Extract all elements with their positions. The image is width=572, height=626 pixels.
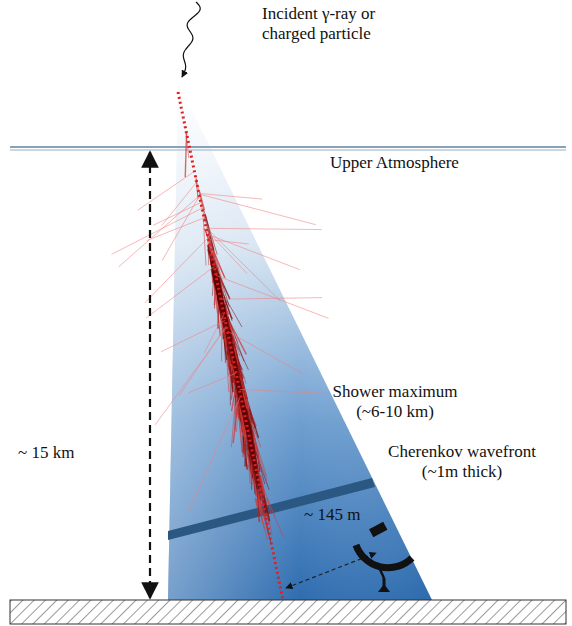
particle-track [199, 194, 316, 225]
atmosphere-label: Upper Atmosphere [330, 153, 530, 173]
atmosphere-line [10, 146, 566, 148]
particle-track [119, 196, 200, 267]
particle-track [232, 344, 239, 398]
height-dimension [149, 152, 151, 598]
particle-track [207, 234, 299, 269]
particle-track [230, 366, 233, 392]
shower-maximum-label: Shower maximum (~6-10 km) [320, 382, 470, 422]
particle-track [227, 331, 302, 373]
particle-track [267, 498, 271, 513]
particle-track [246, 409, 257, 467]
particle-track [155, 327, 226, 425]
particle-track [206, 228, 321, 229]
particle-track [146, 267, 214, 319]
wavefront-label: Cherenkov wavefront (~1m thick) [372, 442, 552, 482]
particle-track [227, 355, 229, 377]
telescope [356, 522, 412, 592]
particle-track [145, 238, 208, 303]
incident-label: Incident γ-ray or charged particle [262, 4, 422, 44]
particle-track [207, 230, 247, 273]
particle-track [233, 404, 238, 443]
distance-label: ~ 145 m [304, 505, 394, 525]
particle-track [239, 389, 330, 393]
atmosphere-line [10, 149, 566, 151]
particle-track [221, 298, 322, 300]
ground [10, 600, 566, 624]
particle-track [147, 218, 204, 241]
particle-shower [112, 133, 330, 544]
shower-axis [178, 92, 283, 600]
particle-track [188, 373, 236, 393]
particle-track [267, 498, 284, 537]
particle-track [185, 133, 186, 177]
particle-track [138, 171, 195, 210]
incoming-photon [182, 2, 200, 77]
particle-track [223, 318, 232, 363]
particle-track [179, 326, 226, 396]
height-label: ~ 15 km [18, 443, 128, 463]
particle-track [216, 275, 329, 318]
particle-track [208, 240, 248, 244]
particle-track [161, 320, 225, 351]
particle-track [189, 396, 241, 511]
particle-track [212, 279, 213, 296]
